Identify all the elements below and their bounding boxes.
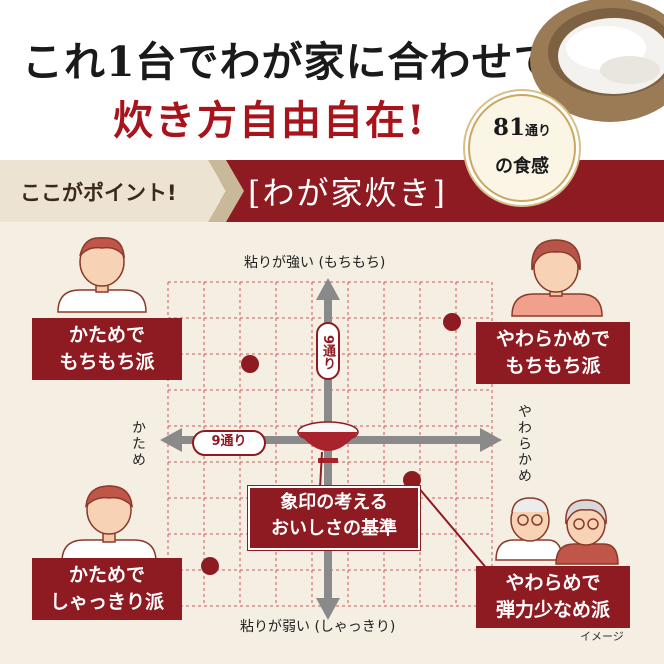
vertical-count-pill: 9通り <box>316 322 340 380</box>
header: これ1台でわが家に合わせて 炊き方自由自在! <box>0 0 664 160</box>
box-firm-crisp-line2: しゃっきり派 <box>49 591 164 613</box>
axis-label-right: やわらかめ <box>516 404 532 484</box>
texture-count-badge: 81通り の食感 <box>468 94 576 202</box>
feature-title: [わが家炊き] <box>248 174 447 212</box>
box-soft-less-elastic-line1: やわらめで <box>505 572 601 594</box>
box-firm-crisp: かためで しゃっきり派 <box>32 558 182 620</box>
person-bottom-left-icon <box>61 485 157 563</box>
box-firm-crisp-line1: かためで <box>68 564 145 586</box>
center-label-line1: 象印の考える <box>280 492 388 513</box>
badge-suffix: 通り <box>525 124 552 139</box>
person-top-right-icon <box>511 239 603 317</box>
axis-label-top: 粘りが強い (もちもち) <box>244 255 386 271</box>
box-soft-less-elastic-line2: 弾力少なめ派 <box>495 599 610 621</box>
point-label: ここがポイント! <box>20 181 177 205</box>
box-soft-less-elastic: やわらめで 弾力少なめ派 <box>476 566 630 628</box>
person-top-left-icon <box>57 237 147 313</box>
image-note: イメージ <box>580 630 624 643</box>
badge-line2: の食感 <box>495 156 549 177</box>
axis-label-left: かため <box>130 420 146 468</box>
center-standard-label: 象印の考える おいしさの基準 <box>248 486 420 550</box>
center-bowl-icon <box>297 421 359 463</box>
center-label-line2: おいしさの基準 <box>271 518 397 539</box>
box-soft-sticky-line1: やわらかめで <box>495 328 610 350</box>
box-soft-sticky: やわらかめで もちもち派 <box>476 322 630 384</box>
connector-lines <box>201 313 489 575</box>
badge-number: 81 <box>492 114 525 141</box>
headline-line1: これ1台でわが家に合わせて <box>22 38 556 86</box>
rice-bowl-image <box>530 0 664 122</box>
axis-label-bottom: 粘りが弱い (しゃっきり) <box>240 619 396 635</box>
headline-line2: 炊き方自由自在! <box>113 97 427 144</box>
horizontal-count-pill: 9通り <box>192 430 266 456</box>
elderly-couple-icon <box>495 497 619 565</box>
box-firm-sticky-line1: かためで <box>68 324 145 346</box>
box-soft-sticky-line2: もちもち派 <box>505 355 601 377</box>
box-firm-sticky: かためで もちもち派 <box>32 318 182 380</box>
box-firm-sticky-line2: もちもち派 <box>59 351 155 373</box>
